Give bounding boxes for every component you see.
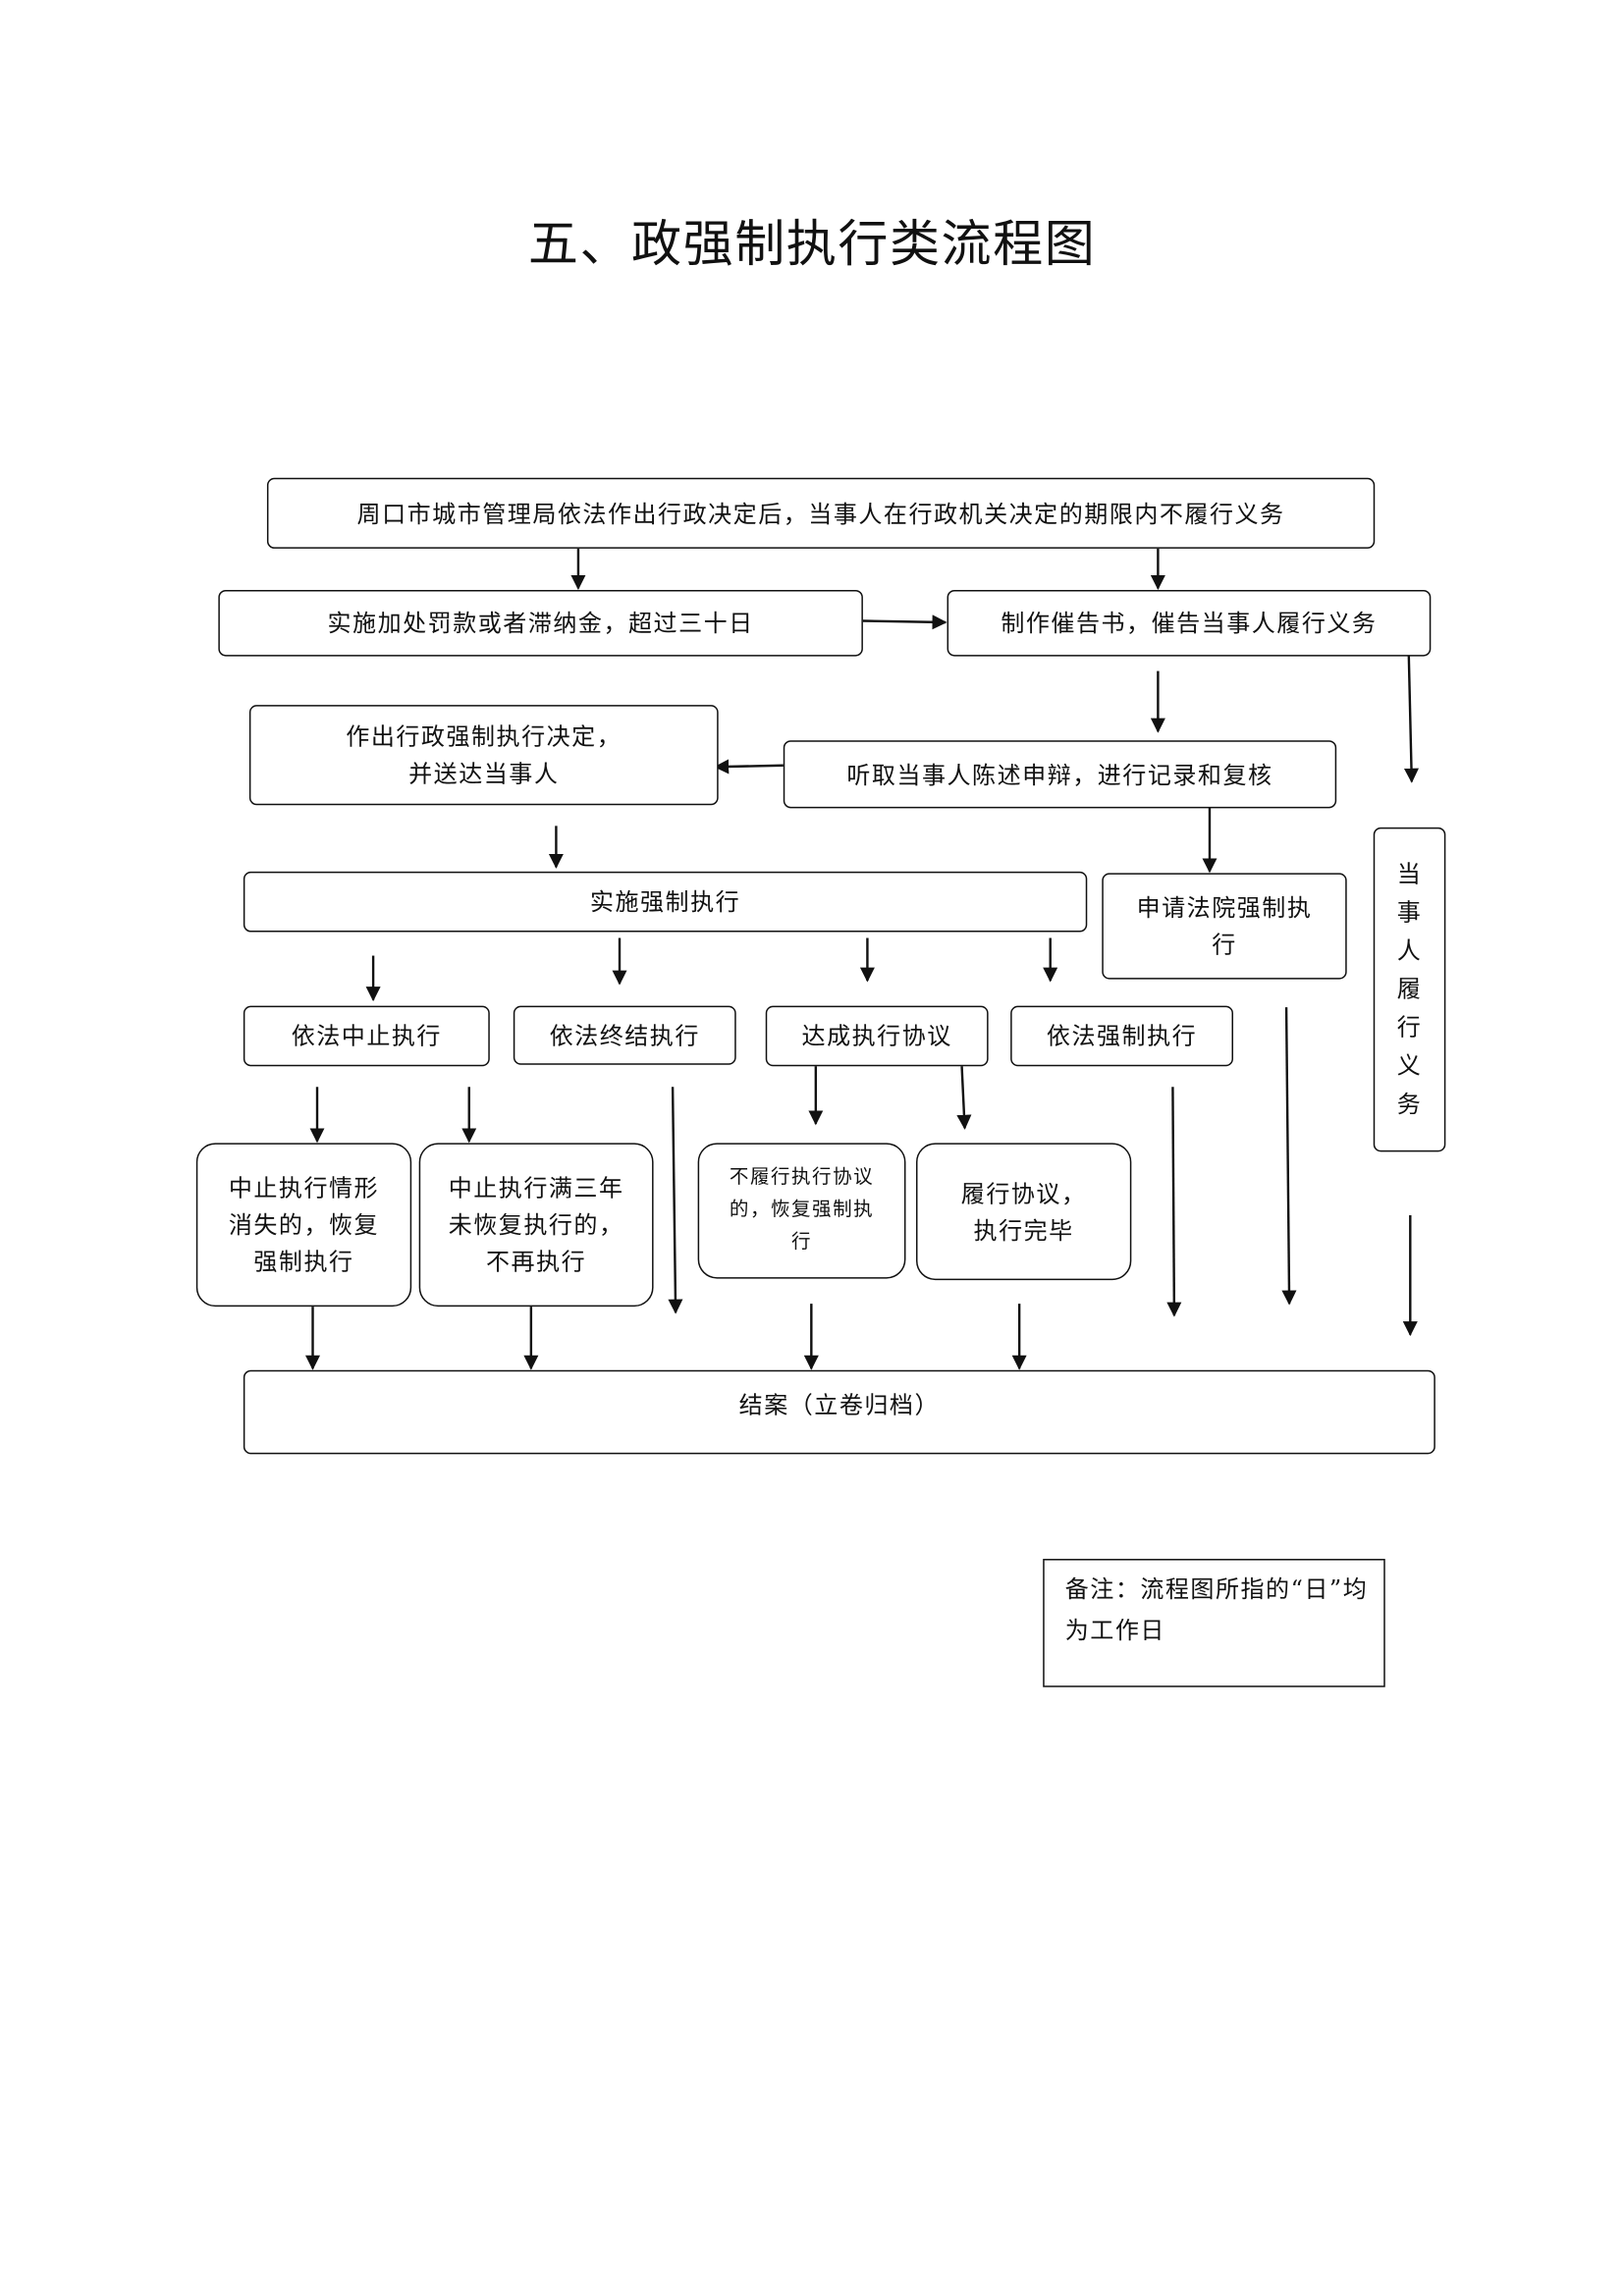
- implement-text: 实施强制执行: [589, 887, 741, 916]
- agreement-box: 达成执行协议: [765, 1005, 989, 1067]
- noresume-text: 中止执行满三年未恢复执行的，不再执行: [448, 1173, 624, 1276]
- decision-text-line1: 作出行政强制执行决定，: [346, 722, 623, 751]
- start-box: 周口市城市管理局依法作出行政决定后，当事人在行政机关决定的期限内不履行义务: [266, 477, 1376, 549]
- complete-box: 履行协议，执行完毕: [915, 1143, 1132, 1281]
- arrow-court-to-close: [1281, 1007, 1297, 1306]
- decision-text-line2: 并送达当事人: [408, 759, 560, 788]
- suspend-text: 依法中止执行: [291, 1022, 442, 1050]
- terminate-box: 依法终结执行: [513, 1005, 736, 1065]
- arrow-terminate-to-close: [668, 1087, 683, 1314]
- note-text: 备注：流程图所指的“日”均为工作日: [1064, 1575, 1369, 1645]
- arrow-agreement-to-complete: [956, 1066, 972, 1130]
- implement-box: 实施强制执行: [243, 871, 1088, 933]
- breach-text: 不履行执行协议的，恢复强制执行: [729, 1166, 875, 1255]
- enforce-box: 依法强制执行: [1010, 1005, 1234, 1067]
- complete-text: 履行协议，执行完毕: [960, 1179, 1087, 1245]
- court-text: 申请法院强制执行: [1136, 893, 1313, 959]
- resume-text: 中止执行情形消失的，恢复强制执行: [228, 1173, 380, 1276]
- notice-box: 制作催告书，催告当事人履行义务: [947, 589, 1432, 657]
- page-title: 五、政强制执行类流程图: [527, 215, 1097, 275]
- agreement-text: 达成执行协议: [801, 1022, 952, 1050]
- resume-box: 中止执行情形消失的，恢复强制执行: [195, 1143, 412, 1308]
- close-text: 结案（立卷归档）: [738, 1390, 941, 1419]
- arrow-notice-to-fulfilled: [1403, 655, 1419, 783]
- hearing-box: 听取当事人陈述申辩，进行记录和复核: [783, 740, 1337, 809]
- start-text: 周口市城市管理局依法作出行政决定后，当事人在行政机关决定的期限内不履行义务: [356, 499, 1285, 528]
- suspend-box: 依法中止执行: [243, 1005, 490, 1067]
- arrow-hearing-to-decision: [714, 759, 784, 774]
- court-box: 申请法院强制执行: [1102, 873, 1347, 980]
- close-box: 结案（立卷归档）: [243, 1369, 1435, 1455]
- penalty-box: 实施加处罚款或者滞纳金，超过三十日: [218, 589, 863, 657]
- enforce-text: 依法强制执行: [1046, 1022, 1198, 1050]
- notice-text: 制作催告书，催告当事人履行义务: [1001, 609, 1378, 638]
- fulfilled-box: 当事人履行义务: [1373, 827, 1446, 1152]
- noresume-box: 中止执行满三年未恢复执行的，不再执行: [418, 1143, 654, 1308]
- penalty-text: 实施加处罚款或者滞纳金，超过三十日: [327, 609, 754, 638]
- breach-box: 不履行执行协议的，恢复强制执行: [697, 1143, 906, 1279]
- terminate-text: 依法终结执行: [549, 1021, 700, 1049]
- decision-box: 作出行政强制执行决定， 并送达当事人: [248, 705, 719, 806]
- hearing-text: 听取当事人陈述申辩，进行记录和复核: [846, 760, 1273, 789]
- arrow-penalty-to-notice: [862, 614, 947, 630]
- note-box: 备注：流程图所指的“日”均为工作日: [1043, 1559, 1385, 1687]
- fulfilled-text: 当事人履行义务: [1396, 859, 1423, 1118]
- arrow-enforce-to-close: [1166, 1087, 1182, 1317]
